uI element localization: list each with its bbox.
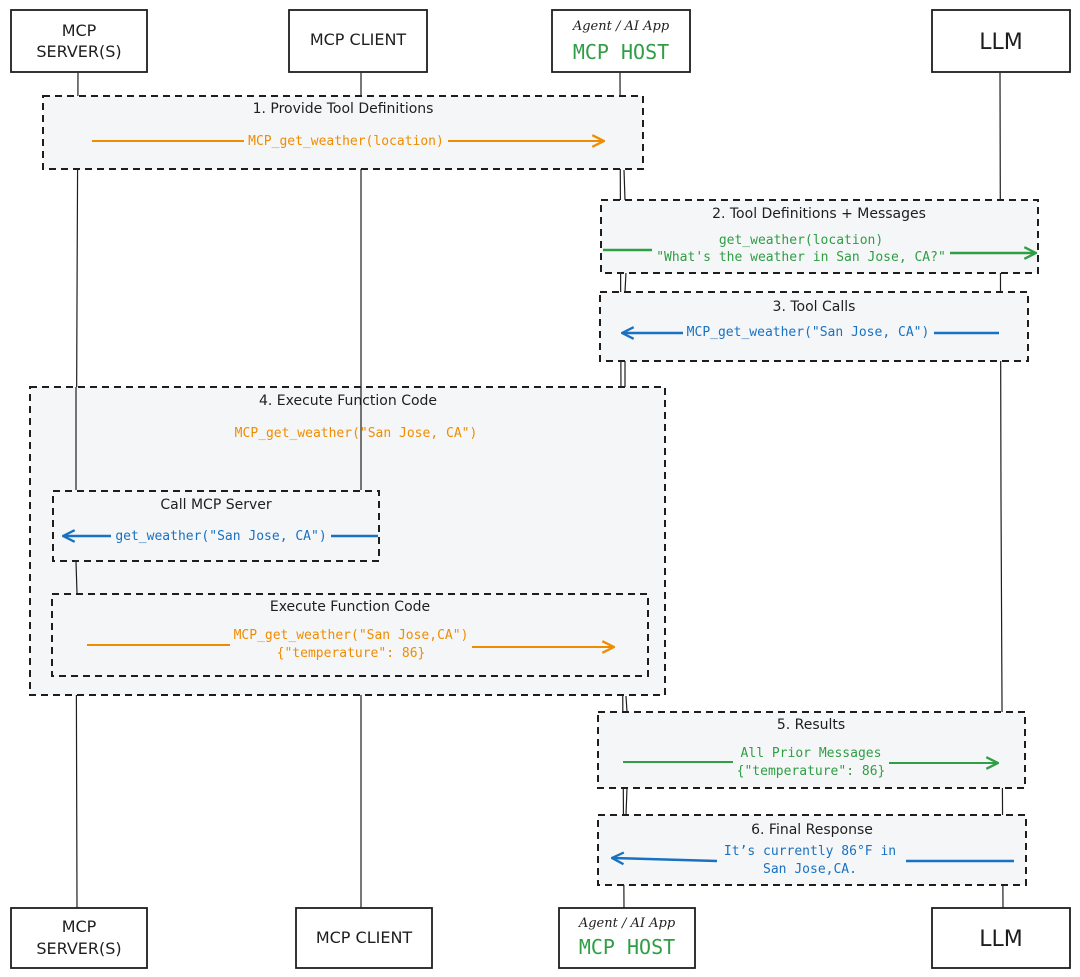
step-6-message-line2: San Jose,CA. bbox=[763, 862, 857, 877]
step-5-frame: 5. Results All Prior Messages {"temperat… bbox=[597, 711, 1026, 789]
step-5-message-line2: {"temperature": 86} bbox=[737, 764, 886, 779]
actor-llm-top-label: LLM bbox=[979, 30, 1023, 55]
step-6-message-line1: It’s currently 86°F in bbox=[724, 844, 896, 859]
actor-server-bottom: MCP SERVER(S) bbox=[10, 907, 148, 969]
step-4-title: 4. Execute Function Code bbox=[259, 393, 437, 409]
actor-llm-top: LLM bbox=[931, 9, 1071, 73]
actor-server-top: MCP SERVER(S) bbox=[10, 9, 148, 73]
step-5-title: 5. Results bbox=[777, 717, 845, 733]
step-2-message-line2: "What's the weather in San Jose, CA?" bbox=[656, 250, 946, 265]
execute-function-code-frame: Execute Function Code MCP_get_weather("S… bbox=[51, 593, 649, 677]
step-5-message-line1: All Prior Messages bbox=[741, 746, 882, 761]
actor-client-bottom-label: MCP CLIENT bbox=[316, 928, 413, 947]
actor-host-top: Agent / AI App MCP HOST bbox=[551, 9, 691, 73]
actor-server-top-line2: SERVER(S) bbox=[36, 42, 121, 61]
call-mcp-server-message: get_weather("San Jose, CA") bbox=[115, 529, 326, 544]
actor-client-bottom: MCP CLIENT bbox=[295, 907, 433, 969]
actor-host-top-sub: Agent / AI App bbox=[572, 19, 670, 34]
step-2-title: 2. Tool Definitions + Messages bbox=[712, 206, 926, 222]
step-3-frame: 3. Tool Calls MCP_get_weather("San Jose,… bbox=[599, 291, 1029, 362]
call-mcp-server-title: Call MCP Server bbox=[160, 497, 271, 513]
step-1-frame: 1. Provide Tool Definitions MCP_get_weat… bbox=[42, 95, 644, 170]
step-3-message: MCP_get_weather("San Jose, CA") bbox=[687, 325, 930, 340]
actor-host-top-main: MCP HOST bbox=[573, 40, 669, 64]
actor-host-bottom-main: MCP HOST bbox=[579, 935, 675, 959]
step-2-frame: 2. Tool Definitions + Messages get_weath… bbox=[600, 199, 1039, 274]
actor-host-bottom-sub: Agent / AI App bbox=[578, 916, 676, 931]
execute-function-code-title: Execute Function Code bbox=[270, 599, 430, 615]
execute-function-code-line1: MCP_get_weather("San Jose,CA") bbox=[234, 628, 469, 643]
step-1-title: 1. Provide Tool Definitions bbox=[253, 101, 434, 117]
lifeline-host-2 bbox=[623, 169, 628, 816]
step-6-title: 6. Final Response bbox=[751, 822, 873, 838]
step-4-frame: 4. Execute Function Code MCP_get_weather… bbox=[29, 386, 666, 696]
step-4-message: MCP_get_weather("San Jose, CA") bbox=[235, 426, 478, 441]
step-1-message: MCP_get_weather(location) bbox=[248, 134, 444, 149]
actor-host-bottom: Agent / AI App MCP HOST bbox=[558, 907, 696, 969]
actor-client-top: MCP CLIENT bbox=[288, 9, 428, 73]
step-6-frame: 6. Final Response It’s currently 86°F in… bbox=[597, 814, 1027, 886]
actor-llm-bottom-label: LLM bbox=[979, 927, 1023, 952]
step-3-title: 3. Tool Calls bbox=[773, 299, 856, 315]
call-mcp-server-frame: Call MCP Server get_weather("San Jose, C… bbox=[52, 490, 380, 562]
actor-server-bottom-line2: SERVER(S) bbox=[36, 939, 121, 958]
actor-llm-bottom: LLM bbox=[931, 907, 1071, 969]
execute-function-code-line2: {"temperature": 86} bbox=[277, 646, 426, 661]
actor-client-top-label: MCP CLIENT bbox=[310, 30, 407, 49]
step-2-message-line1: get_weather(location) bbox=[719, 233, 883, 248]
actor-server-top-line1: MCP bbox=[62, 21, 97, 40]
actor-server-bottom-line1: MCP bbox=[62, 917, 97, 936]
